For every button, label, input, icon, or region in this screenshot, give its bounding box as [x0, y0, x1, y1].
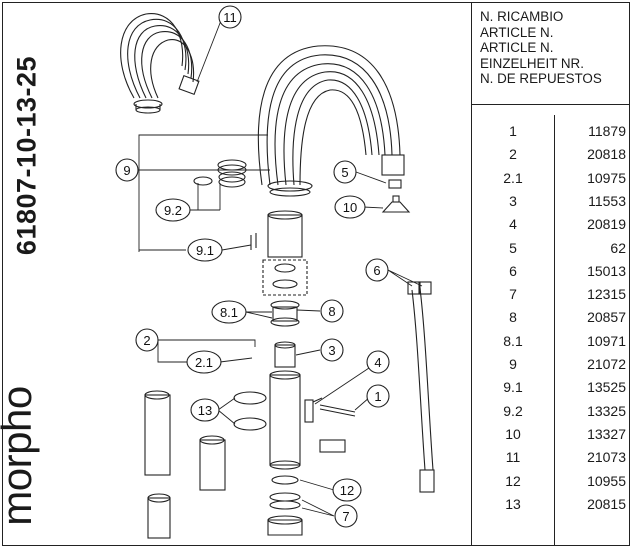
article-number: 13525	[587, 379, 626, 396]
article-number: 12315	[587, 286, 626, 303]
table-row: 3 11553	[472, 193, 630, 213]
callout-8-1: 8.1	[220, 305, 238, 320]
header-line: ARTICLE N.	[480, 40, 554, 56]
callout-1: 1	[374, 389, 381, 404]
table-row: 7 12315	[472, 286, 630, 306]
part-number: 9.1	[503, 379, 523, 396]
callout-2: 2	[143, 333, 150, 348]
header-line: N. RICAMBIO	[480, 9, 564, 24]
article-number: 15013	[587, 262, 626, 279]
callout-10: 10	[343, 200, 357, 215]
table-row: 12 10955	[472, 473, 630, 493]
part-number: 8.1	[503, 332, 523, 349]
part-9-spout-drawing	[257, 45, 405, 197]
part-number: 13	[505, 495, 521, 512]
body-cylinder-drawing	[267, 214, 303, 258]
callouts	[115, 5, 390, 528]
header-line: EINZELHEIT NR.	[480, 55, 584, 71]
callout-7: 7	[342, 509, 349, 524]
callout-6: 6	[373, 263, 380, 278]
article-number: 13325	[587, 402, 626, 419]
article-number: 21073	[587, 449, 626, 466]
table-row: 9.1 13525	[472, 379, 630, 399]
table-row: 6 15013	[472, 263, 630, 283]
part-number: 6	[509, 262, 517, 279]
part-6-hose-drawing	[407, 281, 435, 493]
table-row: 13 20815	[472, 496, 630, 516]
table-row: 8 20857	[472, 309, 630, 329]
article-number: 62	[610, 239, 626, 256]
part-number: 7	[509, 286, 517, 303]
part-number: 9	[509, 356, 517, 372]
callout-2-1: 2.1	[195, 355, 213, 370]
part-number: 4	[509, 216, 517, 233]
parts-table: N. RICAMBIO ARTICLE N. ARTICLE N. EINZEL…	[471, 2, 630, 546]
part-number: 3	[509, 192, 517, 209]
part-number: 10	[505, 425, 521, 442]
part-5-drawing	[388, 179, 402, 189]
part-number: 8	[509, 309, 517, 326]
callout-8: 8	[328, 304, 335, 319]
part-number: 12	[505, 472, 521, 489]
article-number: 20819	[587, 216, 626, 233]
part-10-drawing	[381, 195, 411, 213]
column-divider	[554, 115, 555, 546]
table-row: 8.1 10971	[472, 333, 630, 353]
part-number: 2.1	[503, 169, 523, 186]
table-row: 10 13327	[472, 426, 630, 446]
article-number: 10971	[587, 332, 626, 349]
part-11-spout-drawing	[120, 13, 200, 114]
part-number: 2	[509, 146, 517, 163]
callout-13: 13	[198, 403, 212, 418]
header-line: N. DE REPUESTOS	[480, 71, 602, 87]
callout-9-2: 9.2	[164, 203, 182, 218]
header-line: ARTICLE N.	[480, 24, 554, 40]
article-number: 10975	[587, 169, 626, 186]
table-row: 5 62	[472, 240, 630, 260]
part-number: 5	[509, 239, 517, 256]
part-number: 9.2	[503, 402, 523, 419]
callout-9-1: 9.1	[196, 243, 214, 258]
article-number: 11553	[588, 192, 626, 209]
article-number: 10955	[587, 472, 626, 489]
callout-5: 5	[341, 165, 348, 180]
table-row: 2.1 10975	[472, 170, 630, 190]
table-row: 9 21072	[472, 356, 630, 376]
article-number: 21072	[587, 356, 626, 372]
parts-table-header: N. RICAMBIO ARTICLE N. ARTICLE N. EINZEL…	[472, 2, 630, 105]
table-row: 9.2 13325	[472, 403, 630, 423]
sheet-frame	[2, 2, 630, 546]
callout-12: 12	[340, 483, 354, 498]
callout-3: 3	[328, 343, 335, 358]
callout-4: 4	[374, 355, 381, 370]
table-row: 4 20819	[472, 216, 630, 236]
table-row: 1 11879	[472, 123, 630, 143]
article-number: 11879	[588, 123, 626, 139]
table-row: 11 21073	[472, 449, 630, 469]
part-number: 11	[505, 449, 521, 466]
callout-9: 9	[123, 163, 130, 178]
article-number: 20818	[587, 146, 626, 163]
article-number: 20815	[587, 495, 626, 512]
callout-11: 11	[223, 10, 237, 25]
part-number: 1	[509, 123, 517, 139]
article-number: 20857	[587, 309, 626, 326]
article-number: 13327	[587, 425, 626, 442]
table-row: 2 20818	[472, 146, 630, 166]
